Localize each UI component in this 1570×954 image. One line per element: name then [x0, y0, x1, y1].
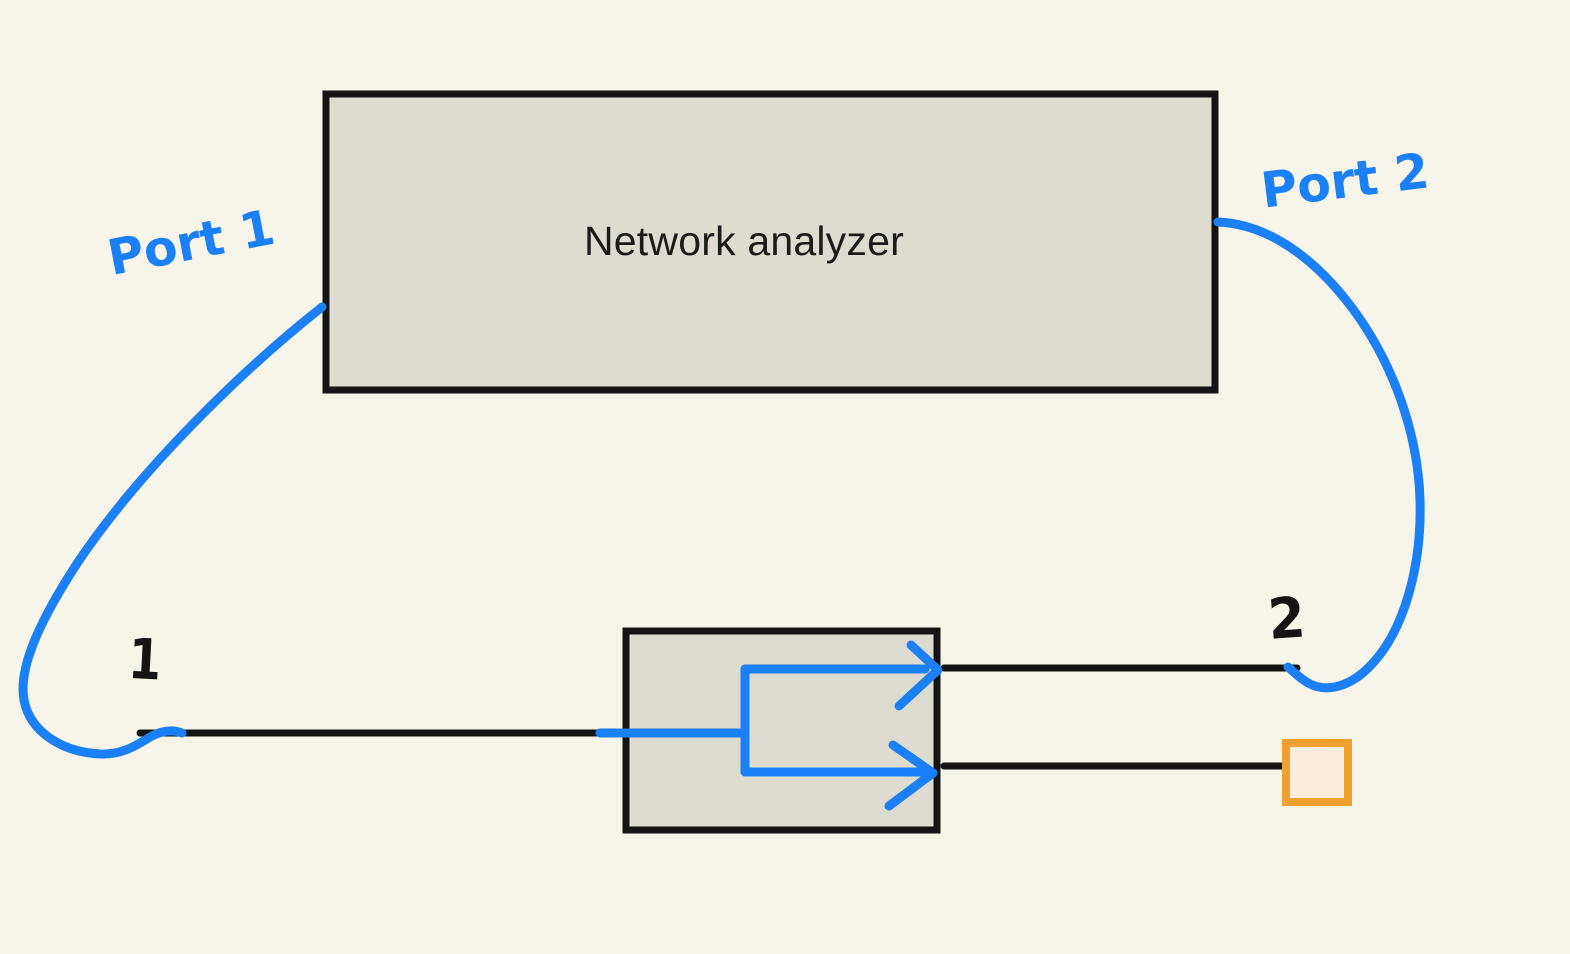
- matched-load-box: [1282, 739, 1352, 806]
- divider-arrow-upper-icon: [894, 640, 943, 711]
- network-analyzer-box: [322, 90, 1219, 394]
- cable-port-2: [1213, 217, 1425, 693]
- network-analyzer-title: Network analyzer: [584, 218, 904, 264]
- dut-port-1-label: 1: [126, 627, 164, 694]
- cable-port-1: [18, 302, 327, 759]
- divider-arrow-lower-icon: [884, 740, 938, 811]
- dut-port-2-label: 2: [1266, 585, 1308, 653]
